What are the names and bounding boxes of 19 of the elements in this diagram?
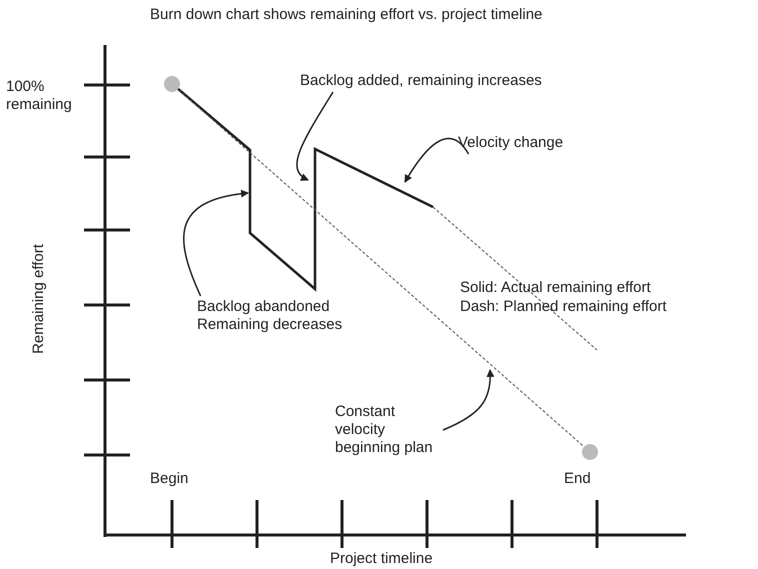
- chart-title: Burn down chart shows remaining effort vs. project timeline: [150, 6, 542, 24]
- point-label: Begin: [150, 470, 188, 488]
- annotation-text: Backlog abandoned Remaining decreases: [197, 298, 377, 334]
- legend-text: Solid: Actual remaining effort: [460, 279, 651, 297]
- start-dot: [164, 76, 180, 92]
- axis-title: Remaining effort: [30, 244, 48, 354]
- planned-line: [178, 89, 584, 447]
- annotation-text: Constant velocity beginning plan: [335, 403, 440, 457]
- point-label: End: [564, 470, 591, 488]
- annotation-text: Backlog added, remaining increases: [300, 72, 600, 90]
- leader-arrow: [404, 138, 470, 183]
- axis-title: Project timeline: [330, 550, 433, 568]
- end-dot: [582, 444, 598, 460]
- leader-arrow: [296, 92, 334, 181]
- axis-label: 100% remaining: [6, 78, 73, 114]
- leader-arrow: [183, 190, 249, 296]
- legend-text: Dash: Planned remaining effort: [460, 298, 667, 316]
- annotation-text: Velocity change: [458, 134, 608, 152]
- leader-arrow: [442, 369, 494, 431]
